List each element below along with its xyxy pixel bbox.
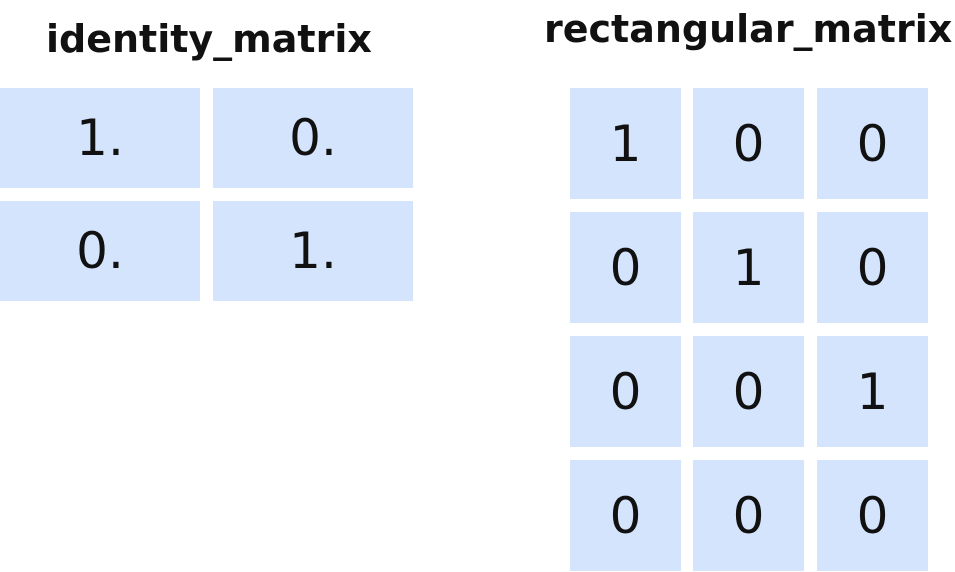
rectangular-matrix-cell-r0-c0: 1 — [570, 88, 681, 199]
rectangular-matrix-cell-r1-c1: 1 — [693, 212, 804, 323]
rectangular-matrix-cell-r2-c0: 0 — [570, 336, 681, 447]
identity-matrix-cell-r1-c1: 1. — [213, 201, 413, 301]
identity-matrix-cell-r0-c0: 1. — [0, 88, 200, 188]
rectangular-matrix-cell-r3-c1: 0 — [693, 460, 804, 571]
rectangular-matrix-cell-r3-c0: 0 — [570, 460, 681, 571]
rectangular-matrix-cell-r0-c2: 0 — [817, 88, 928, 199]
rectangular-matrix-cell-r2-c1: 0 — [693, 336, 804, 447]
rectangular-matrix-cell-r1-c0: 0 — [570, 212, 681, 323]
rectangular-matrix-cell-r3-c2: 0 — [817, 460, 928, 571]
rectangular-matrix-title: rectangular_matrix — [544, 7, 953, 51]
rectangular-matrix-cell-r0-c1: 0 — [693, 88, 804, 199]
rectangular-matrix-cell-r1-c2: 0 — [817, 212, 928, 323]
rectangular-matrix-cell-r2-c2: 1 — [817, 336, 928, 447]
identity-matrix-cell-r0-c1: 0. — [213, 88, 413, 188]
identity-matrix-title: identity_matrix — [46, 17, 372, 61]
identity-matrix-cell-r1-c0: 0. — [0, 201, 200, 301]
